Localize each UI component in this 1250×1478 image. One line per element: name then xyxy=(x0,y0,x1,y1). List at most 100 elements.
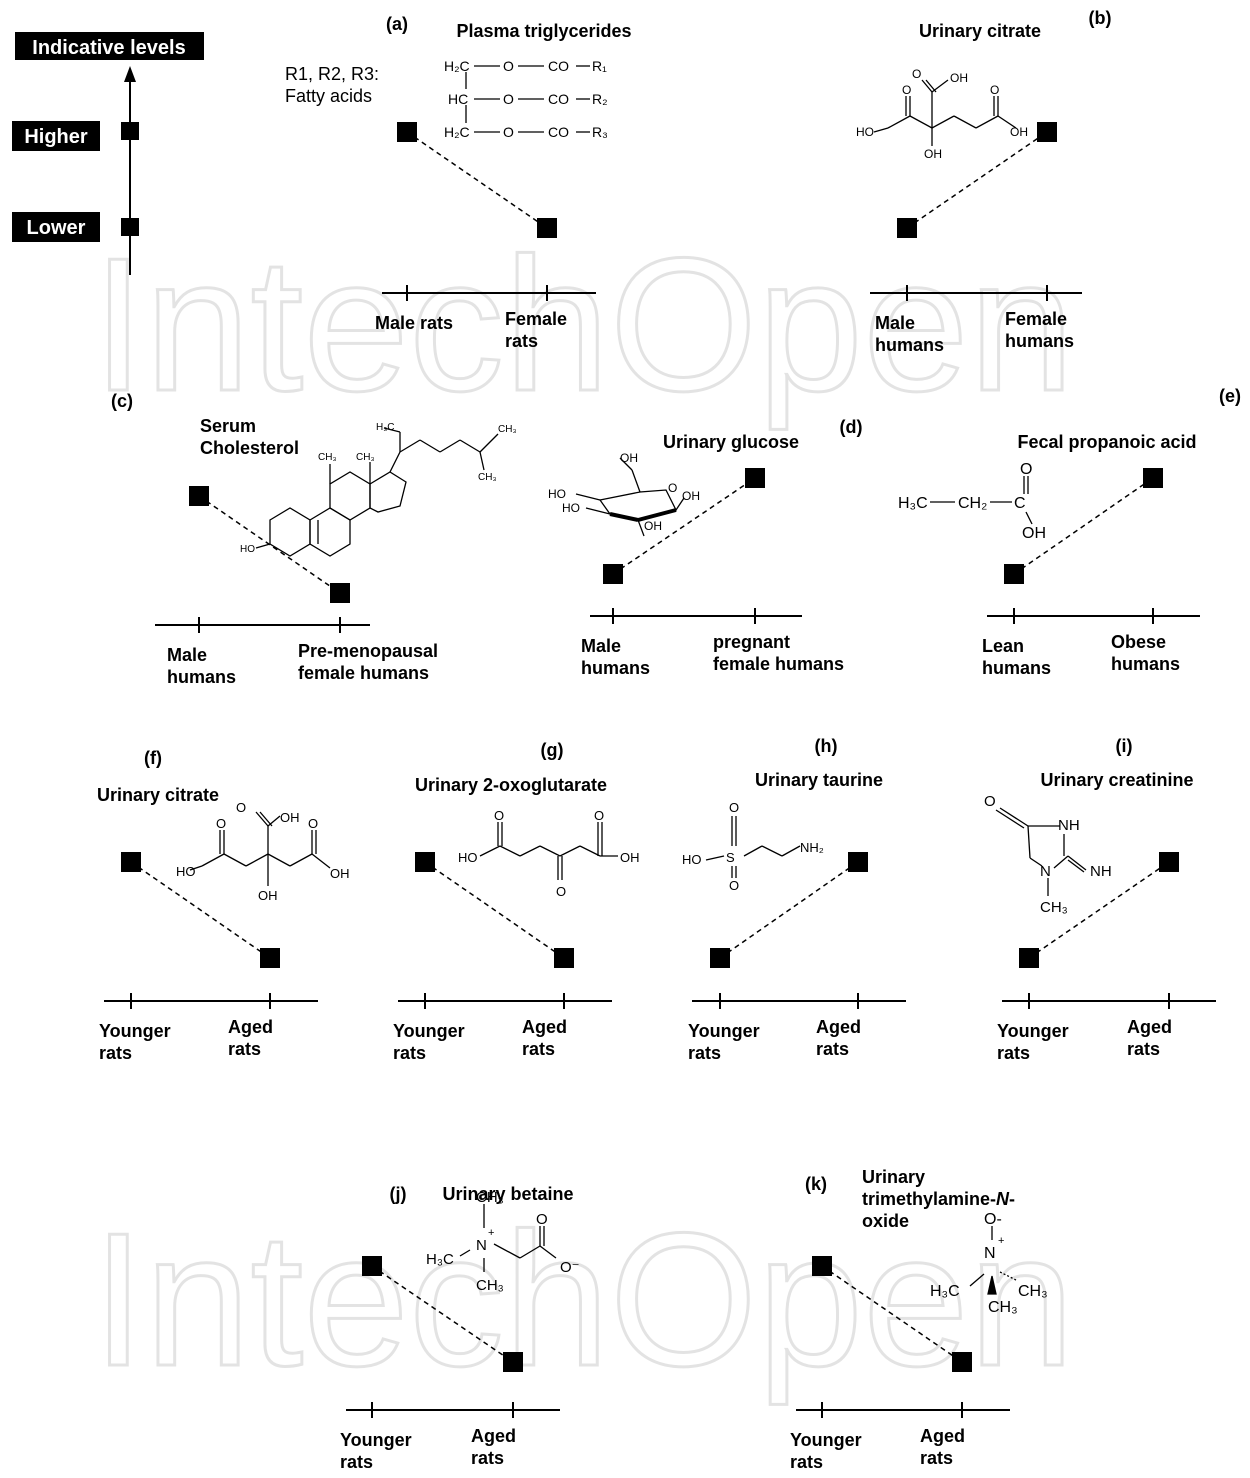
tg-o: O xyxy=(503,91,514,107)
tg-o: O xyxy=(503,124,514,140)
legend-higher-label: Higher xyxy=(24,126,88,148)
bet-ch3: CH₃ xyxy=(476,1189,504,1206)
glc-o: O xyxy=(668,481,677,495)
oxo-oh: OH xyxy=(620,850,640,865)
tg-co: CO xyxy=(548,58,569,74)
tg-co: CO xyxy=(548,124,569,140)
bet-o: O xyxy=(536,1211,548,1228)
marker-left xyxy=(812,1256,832,1276)
marker-left xyxy=(897,218,917,238)
marker-left xyxy=(189,486,209,506)
tg-co: CO xyxy=(548,91,569,107)
creat-o: O xyxy=(984,793,996,810)
panel-letter: (b) xyxy=(1089,8,1112,28)
creat-n: N xyxy=(1040,863,1051,880)
panel-title: Urinary citrate xyxy=(97,785,219,805)
citrate-oh: OH xyxy=(1010,125,1028,139)
structure-glucose xyxy=(575,457,685,537)
tg-h2c: H₂C xyxy=(444,58,470,74)
tmao-n: N xyxy=(984,1245,996,1262)
glc-oh: OH xyxy=(682,489,700,503)
group-label-left: Male rats xyxy=(375,313,453,333)
structure-betaine xyxy=(459,1204,557,1272)
chol-ho: HO xyxy=(240,544,255,555)
marker-left xyxy=(397,122,417,142)
chol-ch3: CH₃ xyxy=(356,452,375,463)
trend-line xyxy=(130,861,271,959)
tmao-h3c: H₃C xyxy=(930,1283,960,1300)
tg-hc: HC xyxy=(448,91,468,107)
citrate-o: O xyxy=(990,83,999,97)
panel-letter: (h) xyxy=(815,736,838,756)
citrate-ho: HO xyxy=(856,125,874,139)
bet-ominus: O⁻ xyxy=(560,1259,580,1276)
panel-letter: (j) xyxy=(390,1184,407,1204)
bet-plus: + xyxy=(488,1227,494,1239)
citrate-o: O xyxy=(236,800,246,815)
legend: Indicative levels Higher Lower xyxy=(12,32,204,275)
marker-left xyxy=(710,948,730,968)
creat-ch3: CH₃ xyxy=(1040,899,1068,916)
panel-letter: (a) xyxy=(386,14,408,34)
legend-higher-bg xyxy=(12,121,100,151)
prop-c: C xyxy=(1014,495,1026,512)
structure-citrate-b xyxy=(873,79,1017,146)
trend-line xyxy=(821,1265,963,1363)
legend-title-bg xyxy=(15,32,204,60)
structure-citrate-f xyxy=(189,811,331,886)
panel-title: Urinary creatinine xyxy=(1040,770,1193,790)
marker-right xyxy=(1159,852,1179,872)
structure-triglyceride xyxy=(465,65,590,133)
trend-line xyxy=(424,861,565,959)
glc-oh: OH xyxy=(620,451,638,465)
citrate-o: O xyxy=(308,816,318,831)
legend-arrowhead xyxy=(124,66,136,82)
glc-oh: OH xyxy=(644,519,662,533)
tg-r3: R₃ xyxy=(592,124,608,140)
watermark: IntechOpen IntechOpen xyxy=(91,218,1076,1408)
marker-left xyxy=(1004,564,1024,584)
trend-line xyxy=(612,477,756,575)
tau-o: O xyxy=(729,878,739,893)
structure-cholesterol xyxy=(255,427,499,557)
prop-o: O xyxy=(1020,461,1032,478)
citrate-oh: OH xyxy=(330,866,350,881)
panel-letter: (g) xyxy=(541,740,564,760)
bet-h3c: H₃C xyxy=(426,1251,454,1268)
panel-letter: (i) xyxy=(1116,736,1133,756)
citrate-o: O xyxy=(902,83,911,97)
legend-marker-lower xyxy=(121,218,139,236)
marker-right xyxy=(952,1352,972,1372)
chemical-structures xyxy=(189,65,1087,1295)
tg-h2c: H₂C xyxy=(444,124,470,140)
marker-left xyxy=(603,564,623,584)
tmao-ch3: CH₃ xyxy=(988,1299,1018,1316)
trend-line xyxy=(906,131,1048,229)
panel-title: Urinary taurine xyxy=(755,770,883,790)
panel-title: Urinary citrate xyxy=(919,21,1041,41)
citrate-oh: OH xyxy=(258,888,278,903)
panel-letter: (c) xyxy=(111,391,133,411)
tmao-ch3: CH₃ xyxy=(1018,1283,1048,1300)
panel-title: Urinary glucose xyxy=(663,432,799,452)
watermark-text-top: IntechOpen xyxy=(92,219,1074,431)
